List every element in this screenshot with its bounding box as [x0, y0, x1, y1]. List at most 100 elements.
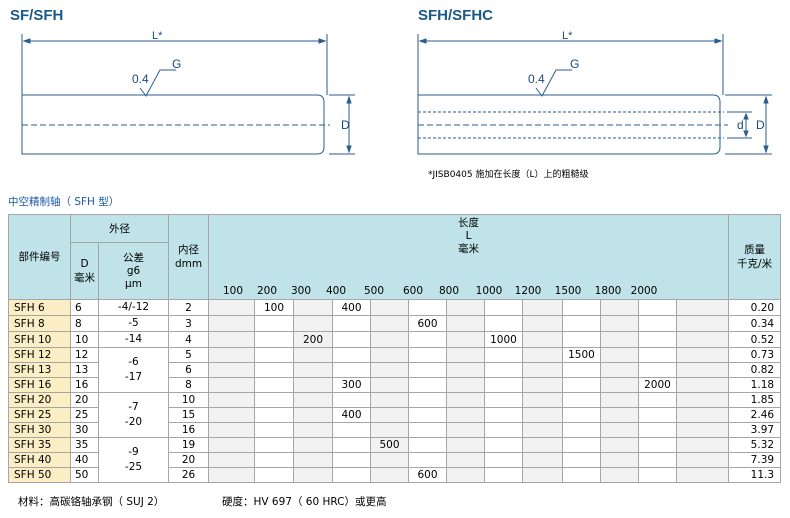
length-cell — [446, 331, 485, 348]
length-cell — [600, 422, 639, 438]
od-cell: 10 — [70, 331, 99, 348]
length-cell — [522, 437, 563, 453]
length-tick-label: 500 — [363, 285, 385, 297]
length-cell — [446, 452, 485, 468]
length-cell — [522, 347, 563, 363]
length-cell — [208, 407, 255, 423]
length-cell — [208, 299, 255, 316]
length-cell — [600, 299, 639, 316]
length-cell: 1000 — [484, 331, 523, 348]
roughness-note: *JISB0405 施加在长度（L）上的粗糙级 — [428, 170, 589, 180]
length-cell — [254, 422, 294, 438]
length-cell — [208, 331, 255, 348]
tolerance-cell: -7-20 — [98, 392, 169, 438]
length-cell: 500 — [370, 437, 409, 453]
length-cell — [446, 299, 485, 316]
hardness-note: 硬度：HV 697（ 60 HRC）或更高 — [222, 496, 387, 508]
length-cell — [370, 331, 409, 348]
length-cell — [600, 331, 639, 348]
length-cell — [446, 315, 485, 332]
dia-label: D — [341, 118, 350, 132]
od-cell: 13 — [70, 362, 99, 378]
length-cell — [675, 392, 730, 408]
length-cell — [293, 437, 333, 453]
length-cell — [562, 299, 601, 316]
length-cell — [408, 392, 447, 408]
inner-dia-cell: 15 — [168, 407, 209, 423]
length-cell — [254, 362, 294, 378]
inner-dia-cell: 4 — [168, 331, 209, 348]
inner-dia-cell: 5 — [168, 347, 209, 363]
inner-dia-cell: 8 — [168, 377, 209, 393]
inner-dia-cell: 10 — [168, 392, 209, 408]
part-number-cell: SFH 40 — [8, 452, 71, 468]
length-cell — [446, 377, 485, 393]
length-cell — [254, 407, 294, 423]
length-cell — [370, 452, 409, 468]
length-cell — [208, 422, 255, 438]
length-cell — [408, 331, 447, 348]
length-cell — [562, 362, 601, 378]
length-cell — [408, 299, 447, 316]
tolerance-cell: -6-17 — [98, 347, 169, 393]
length-cell — [675, 331, 730, 348]
length-cell — [446, 362, 485, 378]
length-cell — [562, 392, 601, 408]
weight-cell: 0.20 — [728, 299, 782, 316]
length-cell — [408, 407, 447, 423]
length-cell — [484, 422, 523, 438]
length-cell — [332, 347, 371, 363]
length-cell — [522, 392, 563, 408]
weight-cell: 1.85 — [728, 392, 782, 408]
length-cell — [522, 331, 563, 348]
length-cell — [522, 299, 563, 316]
length-cell — [293, 377, 333, 393]
part-number-cell: SFH 10 — [8, 331, 71, 348]
length-cell — [484, 347, 523, 363]
shaft-body — [417, 94, 721, 155]
length-tick-label: 2000 — [630, 285, 658, 297]
od-cell: 6 — [70, 299, 99, 316]
length-tick-label: 800 — [438, 285, 460, 297]
length-cell — [638, 315, 677, 332]
part-number-cell: SFH 13 — [8, 362, 71, 378]
section-title: 中空精制轴（ SFH 型） — [8, 196, 120, 208]
inner-dia-cell: 26 — [168, 467, 209, 483]
length-cell — [600, 347, 639, 363]
roughness-value: 0.4 — [528, 72, 545, 86]
weight-cell: 0.52 — [728, 331, 782, 348]
length-cell — [254, 315, 294, 332]
weight-cell: 1.18 — [728, 377, 782, 393]
length-cell — [370, 299, 409, 316]
material-note: 材料：高碳铬轴承钢（ SUJ 2） — [18, 496, 165, 508]
length-cell — [675, 299, 730, 316]
length-cell — [408, 347, 447, 363]
length-cell — [562, 331, 601, 348]
od-cell: 8 — [70, 315, 99, 332]
roughness-symbol — [139, 69, 176, 97]
arrow-left-icon — [418, 38, 427, 44]
length-cell — [522, 422, 563, 438]
inner-dia-cell: 2 — [168, 299, 209, 316]
length-cell — [293, 392, 333, 408]
weight-cell: 5.32 — [728, 437, 782, 453]
part-number-cell: SFH 30 — [8, 422, 71, 438]
length-tick-label: 1500 — [554, 285, 582, 297]
length-cell: 600 — [408, 467, 447, 483]
od-cell: 12 — [70, 347, 99, 363]
od-cell: 30 — [70, 422, 99, 438]
length-label: L* — [562, 30, 573, 42]
length-cell — [446, 467, 485, 483]
header-part-no: 部件编号 — [8, 214, 71, 300]
length-cell — [638, 299, 677, 316]
drawing-solid-shaft — [21, 34, 355, 155]
length-tick-label: 400 — [325, 285, 347, 297]
tolerance-cell: -4/-12 — [98, 299, 169, 316]
